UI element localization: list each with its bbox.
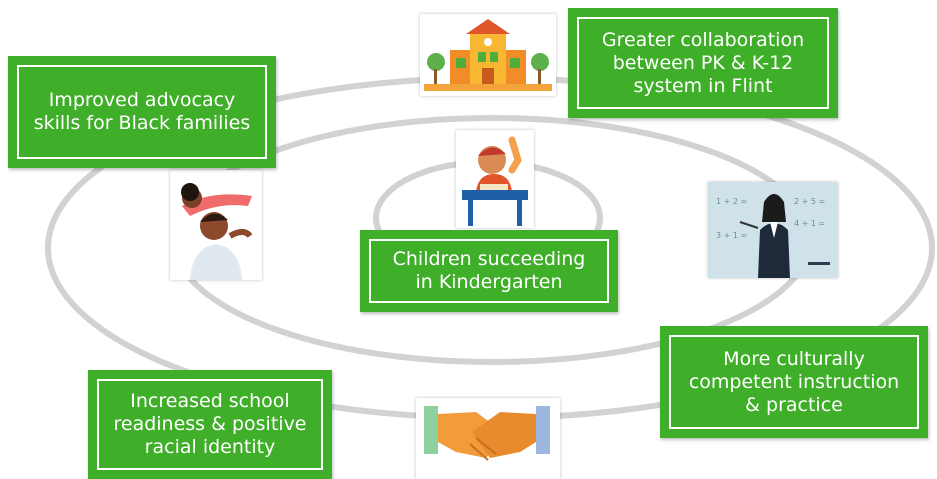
box-improved-advocacy-text: Improved advocacy skills for Black famil… bbox=[17, 65, 267, 159]
svg-text:1 + 2 =: 1 + 2 = bbox=[716, 197, 747, 206]
box-culturally-competent-instruction-text: More culturally competent instruction & … bbox=[669, 335, 919, 429]
box-increased-school-readiness-text: Increased school readiness & positive ra… bbox=[97, 379, 323, 470]
svg-text:4 + 1 =: 4 + 1 = bbox=[794, 219, 825, 228]
handshake-icon bbox=[416, 398, 560, 479]
school-building-icon bbox=[420, 14, 556, 96]
svg-text:3 + 1 =: 3 + 1 = bbox=[716, 231, 747, 240]
svg-text:2 + 5 =: 2 + 5 = bbox=[794, 197, 825, 206]
box-increased-school-readiness: Increased school readiness & positive ra… bbox=[88, 370, 332, 479]
box-children-succeeding: Children succeeding in Kindergarten bbox=[360, 230, 618, 312]
teacher-at-board-icon: 1 + 2 = 3 + 1 = 2 + 5 = 4 + 1 = bbox=[708, 182, 838, 278]
box-improved-advocacy: Improved advocacy skills for Black famil… bbox=[8, 56, 276, 168]
child-at-desk-icon bbox=[456, 130, 534, 228]
box-children-succeeding-text: Children succeeding in Kindergarten bbox=[369, 239, 609, 303]
family-playing-icon bbox=[170, 170, 262, 280]
box-culturally-competent-instruction: More culturally competent instruction & … bbox=[660, 326, 928, 438]
box-greater-collaboration: Greater collaboration between PK & K-12 … bbox=[568, 8, 838, 118]
box-greater-collaboration-text: Greater collaboration between PK & K-12 … bbox=[577, 17, 829, 109]
